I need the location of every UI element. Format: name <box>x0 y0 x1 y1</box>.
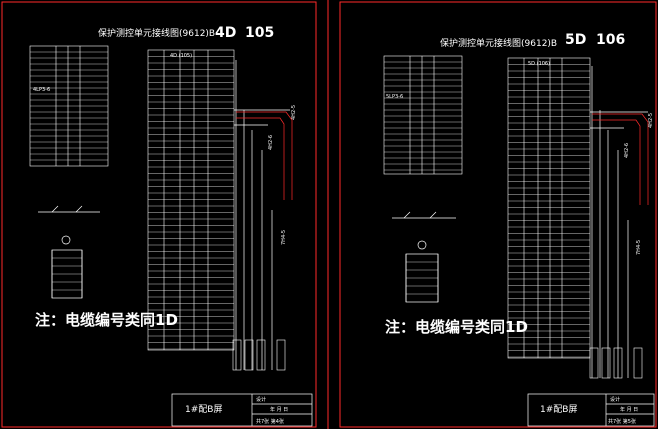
cable-lines <box>590 66 648 378</box>
right-sheet-frame <box>339 1 657 428</box>
left-table-rows <box>384 61 462 171</box>
switch-symbol <box>38 205 100 299</box>
cable-label-c: 7H4-5 <box>636 240 642 255</box>
main-table-header: 4D (105) <box>170 53 192 59</box>
date-label: 年 月 日 <box>620 406 638 413</box>
cable-note: 注：电缆编号类同1D <box>35 311 178 329</box>
page-label: 共7张 第5张 <box>608 418 636 425</box>
sheet-number: 105 <box>245 25 274 41</box>
cable-label-c: 7H4-5 <box>281 230 287 245</box>
left-terminal-table <box>383 55 463 175</box>
red-cable-lines <box>236 111 293 200</box>
frame-title: 1#配B屏 <box>185 404 222 415</box>
main-table-header: 5D (106) <box>528 61 550 67</box>
switch-symbol <box>392 211 456 303</box>
cable-lines <box>234 60 290 370</box>
stamp-label: 设计 <box>256 396 266 403</box>
red-cable-lines <box>592 113 649 205</box>
frame-title: 1#配B屏 <box>540 404 577 415</box>
stamp-label: 设计 <box>610 396 620 403</box>
left-table-rows <box>30 51 108 161</box>
bottom-cable-strips <box>589 347 643 379</box>
page-label: 共7张 第4张 <box>256 418 284 425</box>
sheet-number: 106 <box>596 32 625 48</box>
cable-label-b: 4H2-6 <box>624 143 630 158</box>
sheet-title: 保护测控单元接线图(9612)B <box>440 37 557 49</box>
cable-label-a: 4H2-5 <box>648 113 654 128</box>
switch-contacts <box>52 257 82 291</box>
switch-contacts <box>406 261 438 295</box>
main-table-rows <box>508 64 590 358</box>
cable-label-a: 4H2-5 <box>291 105 297 120</box>
title-block <box>527 393 655 427</box>
sheet-title: 保护测控单元接线图(9612)B <box>98 27 215 39</box>
sheet-code: 5D <box>565 32 586 48</box>
title-block <box>171 393 313 427</box>
sheet-code: 4D <box>215 25 236 41</box>
main-terminal-table <box>507 57 591 359</box>
date-label: 年 月 日 <box>270 406 288 413</box>
left-sheet-frame <box>1 1 317 428</box>
left-sheet: 保护测控单元接线图(9612)B 4D 105 4LP3-6 4D (105) <box>29 25 313 427</box>
main-table-rows <box>148 56 234 350</box>
cable-label-b: 4H2-6 <box>268 135 274 150</box>
bottom-cable-strips <box>232 339 286 371</box>
main-terminal-table <box>147 49 235 351</box>
left-table-label: 5LP3-6 <box>386 94 403 100</box>
left-table-label: 4LP3-6 <box>33 87 50 93</box>
right-sheet: 保护测控单元接线图(9612)B 5D 106 5LP3-6 5D (106) <box>383 32 655 427</box>
cable-note: 注：电缆编号类同1D <box>385 318 528 336</box>
